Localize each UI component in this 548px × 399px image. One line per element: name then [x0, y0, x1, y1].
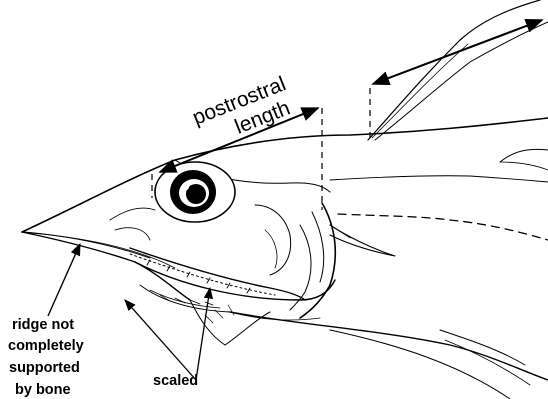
scaled-pointer-arrows	[125, 288, 210, 380]
ridge-pointer-arrow	[48, 244, 80, 316]
ridge-label: ridge not completely supported by bone	[8, 317, 84, 398]
postrostral-label: postrostral length	[189, 72, 297, 152]
ridge-label-line1: ridge not	[12, 317, 74, 333]
fish-outline	[22, 0, 548, 399]
ridge-label-line3: supported	[9, 360, 80, 376]
ridge-label-line2: completely	[8, 338, 84, 354]
eye	[155, 162, 235, 222]
dorsal-length-arrow	[373, 20, 542, 84]
ridge-label-line4: by bone	[15, 382, 71, 398]
scaled-label: scaled	[153, 373, 198, 389]
